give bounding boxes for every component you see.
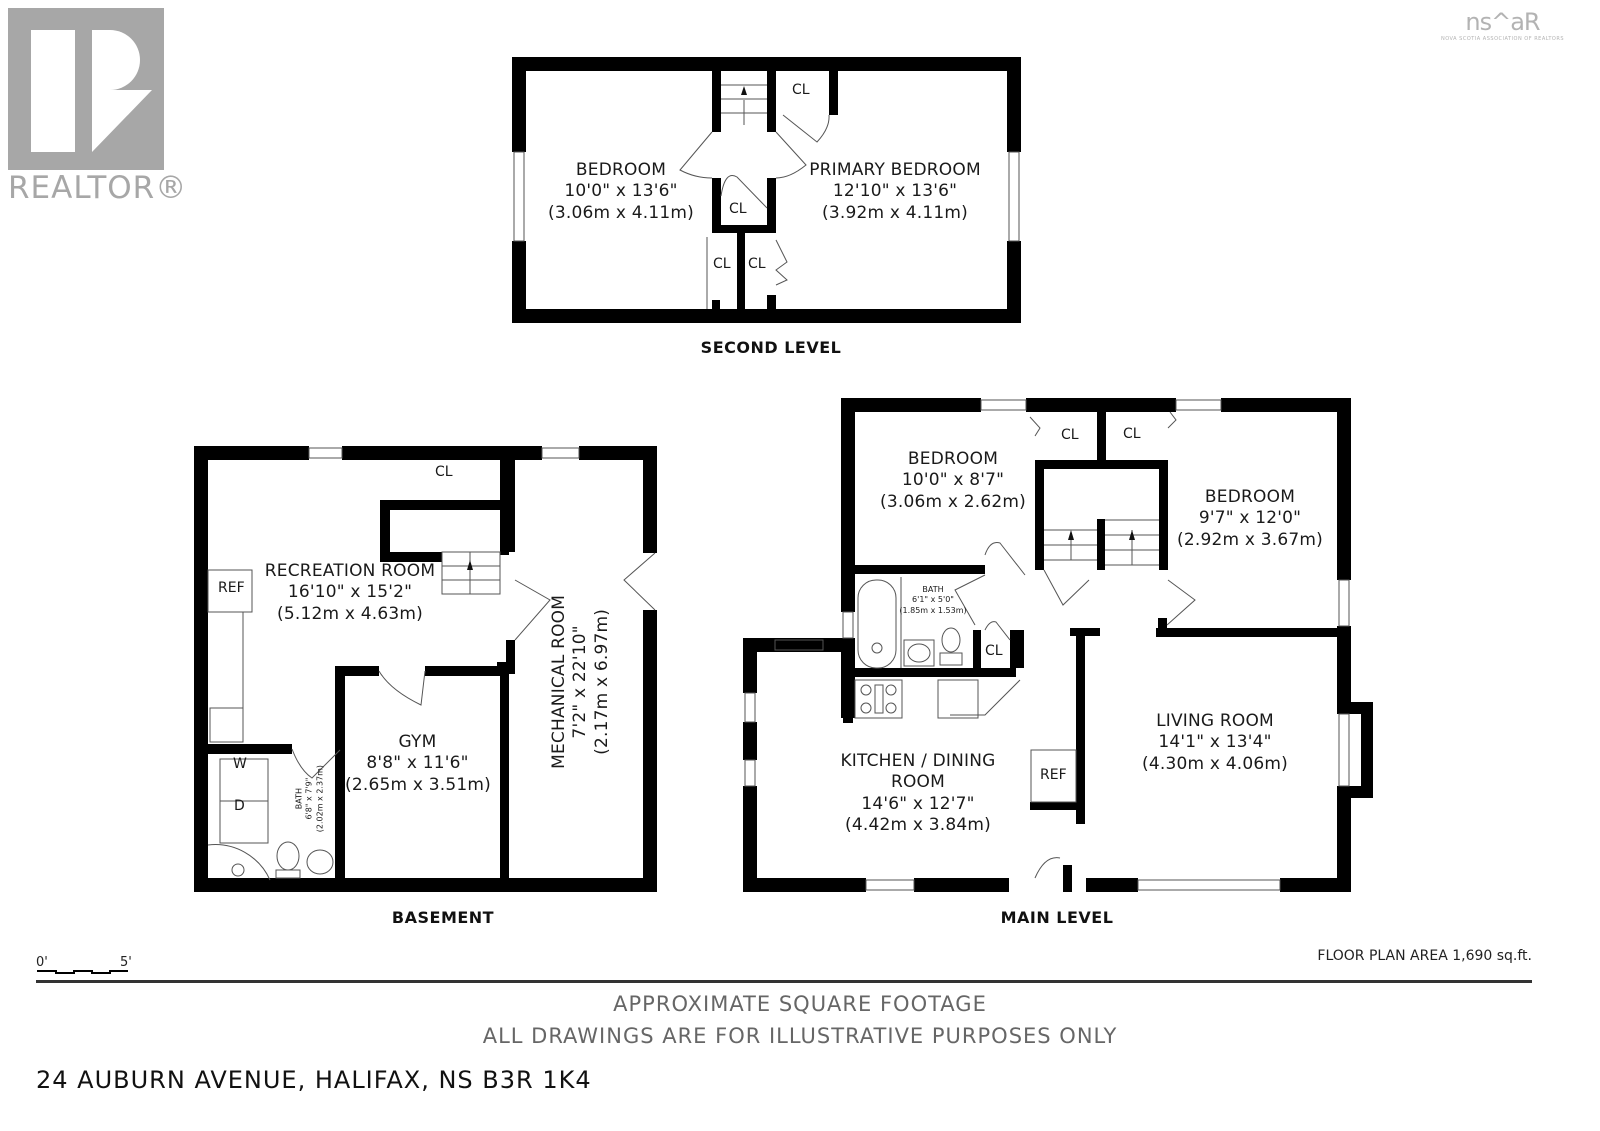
room-label-gym: GYM 8'8" x 11'6" (2.65m x 3.51m) [345,732,491,795]
dryer-label: D [234,798,245,814]
room-label-main-bedroom-1: BEDROOM 10'0" x 8'7" (3.06m x 2.62m) [880,449,1026,512]
closet-label: CL [985,643,1003,659]
closet-label: CL [1123,426,1141,442]
closet-label: CL [1061,427,1079,443]
footer-divider [36,980,1532,983]
realtor-logo-icon [8,8,164,170]
fridge-label: REF [218,580,245,596]
closet-label: CL [748,256,766,272]
level-title-main: MAIN LEVEL [1000,908,1114,927]
closet-label: CL [435,464,453,480]
scale-bar-icon [37,970,128,974]
nsar-mark: ns^aR [1465,8,1540,36]
level-title-second: SECOND LEVEL [700,338,842,357]
disclaimer-line-2: ALL DRAWINGS ARE FOR ILLUSTRATIVE PURPOS… [482,1024,1118,1048]
basement-walls [194,446,657,892]
room-label-recreation-room: RECREATION ROOM 16'10" x 15'2" (5.12m x … [264,561,436,624]
floor-plan-area: FLOOR PLAN AREA 1,690 sq.ft. [1317,948,1532,964]
washer-label: W [233,756,247,772]
room-label-second-bedroom: BEDROOM 10'0" x 13'6" (3.06m x 4.11m) [548,160,694,223]
scale-end-label: 5' [120,955,132,970]
level-title-basement: BASEMENT [391,908,495,927]
room-label-kitchen-dining: KITCHEN / DINING ROOM 14'6" x 12'7" (4.4… [840,751,996,835]
fridge-label: REF [1040,767,1067,783]
room-label-main-bedroom-2: BEDROOM 9'7" x 12'0" (2.92m x 3.67m) [1177,487,1323,550]
walls [194,57,1373,892]
room-label-living-room: LIVING ROOM 14'1" x 13'4" (4.30m x 4.06m… [1142,711,1288,774]
closet-label: CL [792,82,810,98]
closet-label: CL [713,256,731,272]
scale-start-label: 0' [36,955,48,970]
realtor-wordmark: REALTOR® [8,170,188,206]
main-level-walls [743,398,1373,892]
nsar-subtitle: NOVA SCOTIA ASSOCIATION OF REALTORS [1440,36,1564,42]
nsar-logo: ns^aR NOVA SCOTIA ASSOCIATION OF REALTOR… [1441,8,1564,42]
room-label-primary-bedroom: PRIMARY BEDROOM 12'10" x 13'6" (3.92m x … [809,160,981,223]
room-label-main-bath: BATH 6'1" x 5'0" (1.85m x 1.53m) [899,585,967,615]
room-label-mechanical-room: MECHANICAL ROOM 7'2" x 22'10" (2.17m x 6… [549,594,612,769]
disclaimer-line-1: APPROXIMATE SQUARE FOOTAGE [613,992,987,1016]
property-address: 24 AUBURN AVENUE, HALIFAX, NS B3R 1K4 [36,1066,592,1094]
room-label-basement-bath: BATH 6'8" x 7'9" (2.02m x 2.37m) [294,764,325,833]
closet-label: CL [729,201,747,217]
second-level-walls [512,57,1021,323]
